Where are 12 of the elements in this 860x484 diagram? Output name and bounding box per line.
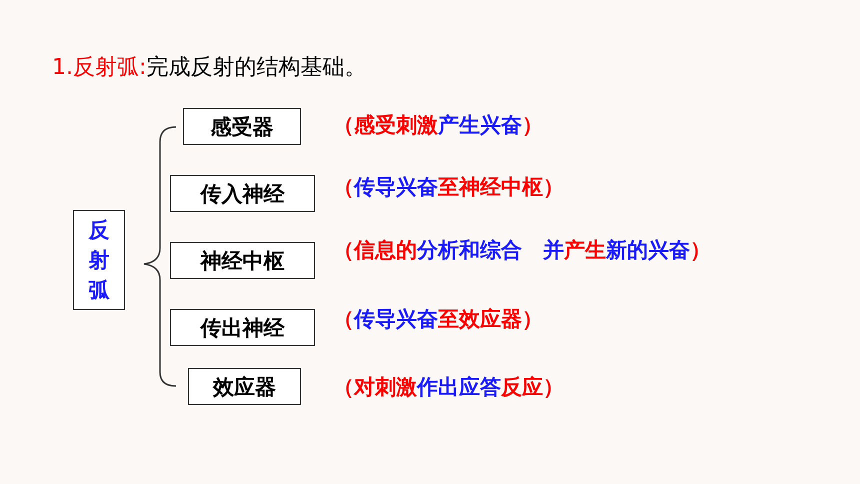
explanation-text: （信息的分析和综合 并产生新的兴奋） [333,237,711,264]
explanation-text: （传导兴奋至效应器） [333,306,543,333]
part-box: 神经中枢 [170,242,315,279]
heading-text: 1.反射弧:完成反射的结构基础。 [52,54,366,82]
part-box: 传入神经 [170,175,315,212]
explanation-text: （感受刺激产生兴奋） [333,112,543,139]
term-box: 反射弧 [73,210,125,310]
part-box: 传出神经 [170,309,315,346]
explanation-text: （传导兴奋至神经中枢） [333,174,564,201]
explanation-text: （对刺激作出应答反应） [333,374,564,401]
part-box: 效应器 [188,368,301,405]
part-box: 感受器 [183,108,301,145]
